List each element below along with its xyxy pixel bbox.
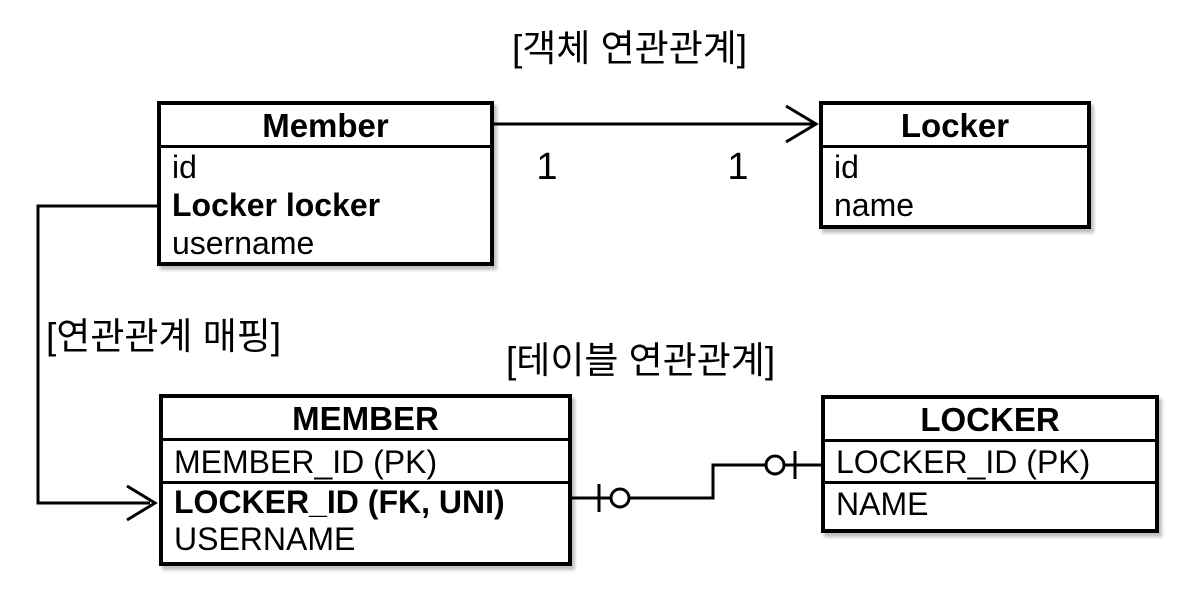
locker-class-field-name: name	[834, 187, 915, 223]
locker-class-body: id name	[823, 148, 1087, 224]
member-table-title: MEMBER	[163, 398, 568, 441]
locker-table-title: LOCKER	[825, 399, 1155, 442]
object-relation-label: [객체 연관관계]	[512, 28, 748, 69]
cardinality-target: 1	[727, 146, 749, 188]
member-table-field-username: USERNAME	[174, 521, 356, 557]
mapping-line	[36, 204, 158, 522]
locker-class-field-id: id	[834, 149, 859, 185]
member-class-title: Member	[161, 105, 490, 148]
locker-table-box: LOCKER LOCKER_ID (PK) NAME	[821, 395, 1159, 533]
locker-table-field-name: NAME	[836, 486, 929, 522]
locker-class-box: Locker id name	[819, 101, 1091, 229]
association-arrowhead-icon	[785, 104, 819, 144]
member-table-field-lockerid: LOCKER_ID (FK, UNI)	[174, 484, 505, 520]
zero-circle-left-icon	[609, 487, 631, 509]
member-class-body: id Locker locker username	[161, 148, 490, 262]
member-class-field-id: id	[172, 149, 197, 185]
member-table-body: LOCKER_ID (FK, UNI) USERNAME	[163, 484, 568, 558]
member-class-box: Member id Locker locker username	[157, 101, 494, 266]
table-relation-label: [테이블 연관관계]	[506, 340, 776, 381]
cardinality-source: 1	[536, 146, 558, 188]
locker-table-key-field: LOCKER_ID (PK)	[825, 442, 1155, 484]
member-class-field-username: username	[172, 225, 315, 261]
table-relation-line	[572, 451, 821, 512]
object-association-line	[494, 104, 819, 144]
member-class-field-locker: Locker locker	[172, 187, 381, 223]
locker-class-title: Locker	[823, 105, 1087, 148]
member-table-box: MEMBER MEMBER_ID (PK) LOCKER_ID (FK, UNI…	[159, 394, 572, 566]
zero-circle-right-icon	[764, 454, 786, 476]
mapping-arrowhead-icon	[126, 484, 158, 522]
member-table-key-field: MEMBER_ID (PK)	[163, 441, 568, 484]
mapping-label: [연관관계 매핑]	[46, 316, 282, 357]
